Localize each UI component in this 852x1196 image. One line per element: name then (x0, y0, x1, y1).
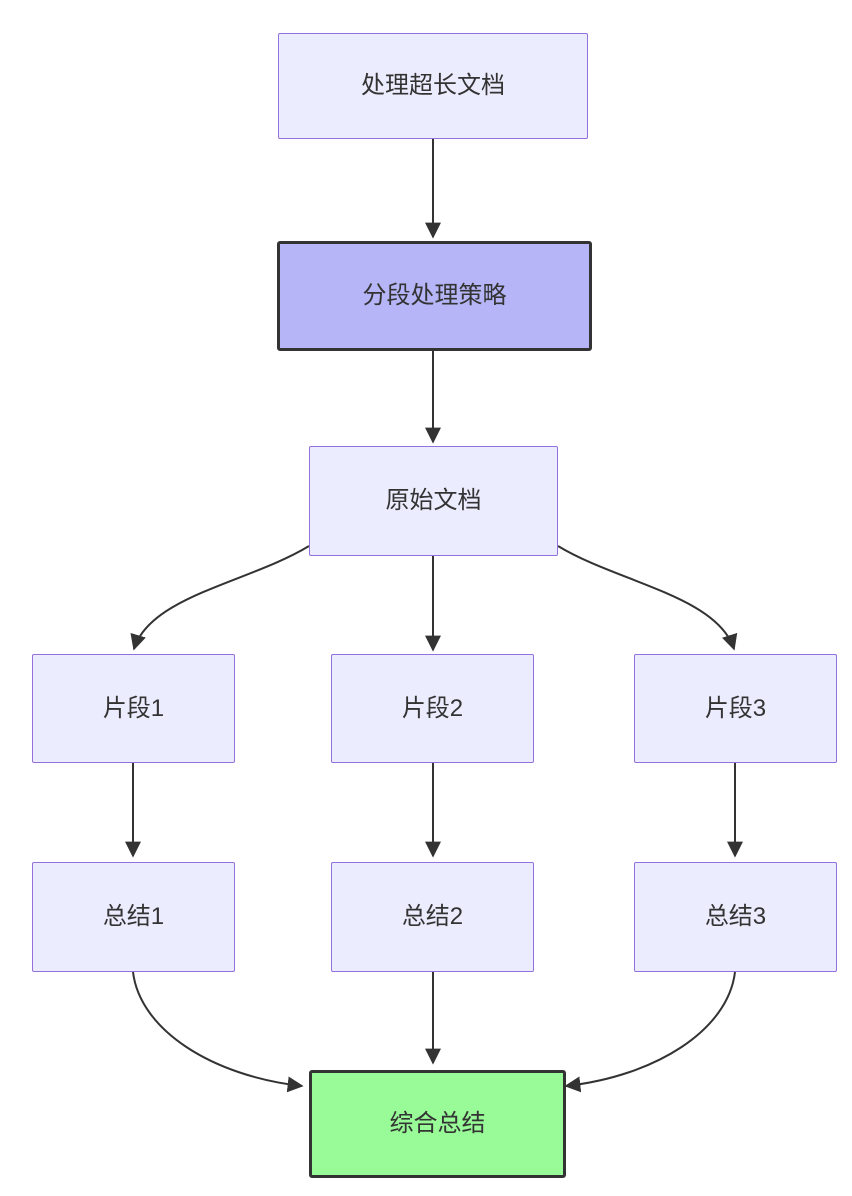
node-chunk-2: 片段2 (331, 654, 534, 763)
node-final-summary: 综合总结 (309, 1070, 566, 1178)
node-process-long-document: 处理超长文档 (278, 33, 588, 139)
node-summary-2: 总结2 (331, 862, 534, 972)
node-original-document: 原始文档 (309, 446, 558, 556)
node-summary-1: 总结1 (32, 862, 235, 972)
node-chunk-1: 片段1 (32, 654, 235, 763)
node-label: 处理超长文档 (361, 72, 505, 100)
edge-c-d3 (557, 545, 738, 651)
edge-c-d1 (130, 545, 310, 651)
node-label: 分段处理策略 (362, 282, 507, 310)
node-label: 片段2 (401, 694, 464, 722)
node-label: 总结3 (704, 903, 767, 931)
node-label: 原始文档 (385, 487, 482, 515)
node-label: 总结2 (401, 903, 464, 931)
node-summary-3: 总结3 (634, 862, 837, 972)
node-label: 综合总结 (389, 1110, 486, 1138)
node-label: 总结1 (102, 903, 165, 931)
node-chunk-3: 片段3 (634, 654, 837, 763)
node-label: 片段1 (102, 694, 165, 722)
node-segmentation-strategy: 分段处理策略 (277, 241, 592, 351)
node-label: 片段3 (704, 694, 767, 722)
edge-e3-f (564, 971, 736, 1093)
edge-e1-f (132, 971, 304, 1093)
